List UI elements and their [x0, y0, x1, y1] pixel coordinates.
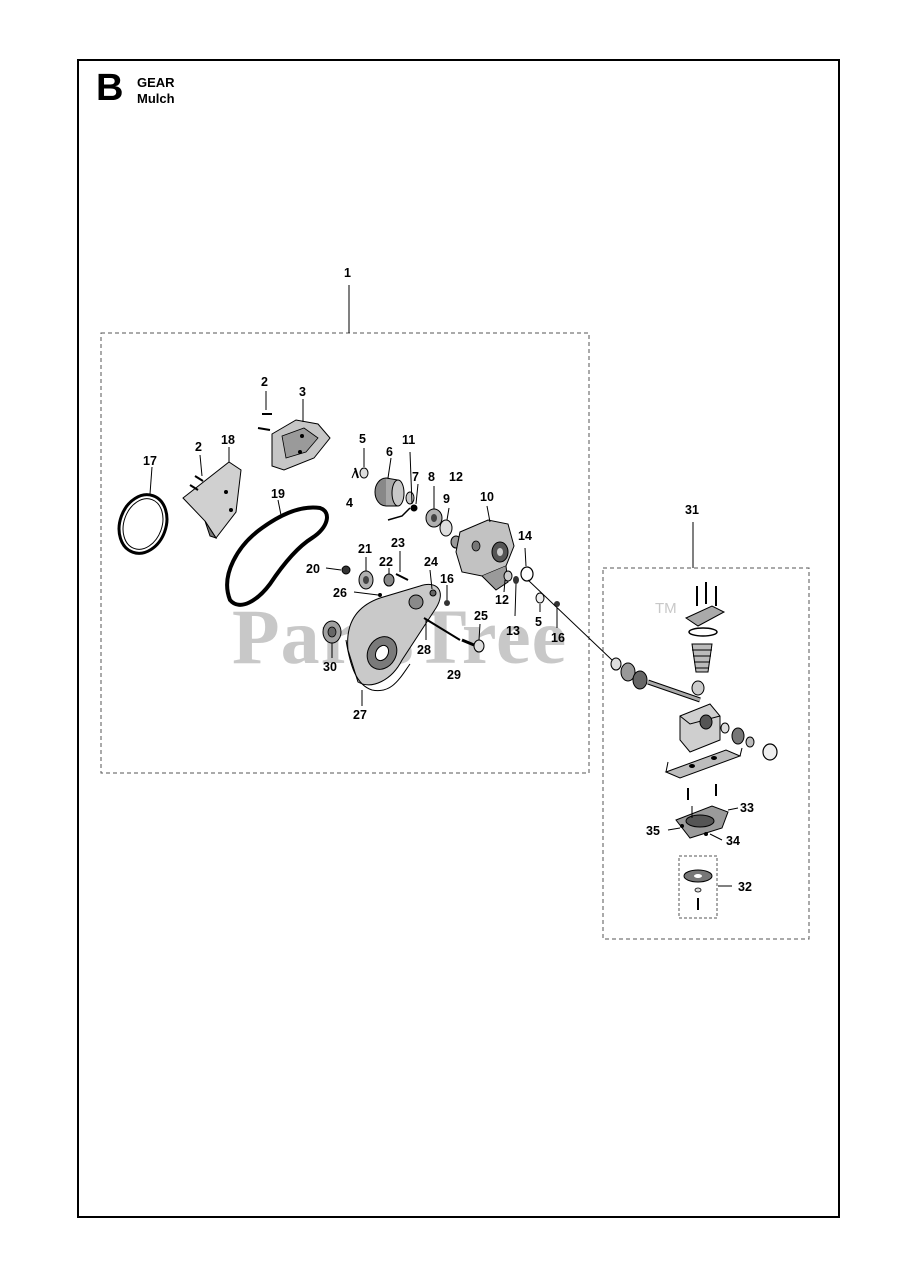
callout-32: 32 — [738, 880, 752, 894]
section-subtitle: Mulch — [137, 91, 175, 106]
callout-29: 29 — [447, 668, 461, 682]
callout-2: 2 — [261, 375, 268, 389]
callout-5: 5 — [535, 615, 542, 629]
callout-30: 30 — [323, 660, 337, 674]
callout-7: 7 — [412, 470, 419, 484]
callout-24: 24 — [424, 555, 438, 569]
callout-34: 34 — [726, 834, 740, 848]
part-30-pulley — [322, 620, 342, 658]
callout-12: 12 — [449, 470, 463, 484]
callout-3: 3 — [299, 385, 306, 399]
callout-21: 21 — [358, 542, 372, 556]
callout-27: 27 — [353, 708, 367, 722]
callout-26: 26 — [333, 586, 347, 600]
callout-1: 1 — [344, 266, 351, 280]
callout-28: 28 — [417, 643, 431, 657]
page-frame — [77, 59, 840, 1218]
callout-31: 31 — [685, 503, 699, 517]
callout-14: 14 — [518, 529, 532, 543]
callout-23: 23 — [391, 536, 405, 550]
callout-16: 16 — [551, 631, 565, 645]
part-13-washers — [503, 547, 613, 661]
callout-22: 22 — [379, 555, 393, 569]
callout-5: 5 — [359, 432, 366, 446]
watermark-trademark: TM — [655, 600, 677, 617]
callout-33: 33 — [740, 801, 754, 815]
part-18-guard — [182, 447, 242, 539]
callout-6: 6 — [386, 445, 393, 459]
callout-13: 13 — [506, 624, 520, 638]
section-letter: B — [96, 67, 124, 109]
section-title: GEAR — [137, 75, 175, 90]
part-10-gear-housing — [455, 505, 515, 591]
part-small-hardware — [325, 551, 485, 653]
callout-10: 10 — [480, 490, 494, 504]
callout-20: 20 — [306, 562, 320, 576]
part-3-cover — [257, 391, 331, 471]
callout-9: 9 — [443, 492, 450, 506]
part-17-belt — [117, 466, 169, 555]
callout-4: 4 — [346, 496, 353, 510]
part-27-housing — [345, 584, 441, 706]
callout-2: 2 — [195, 440, 202, 454]
callout-19: 19 — [271, 487, 285, 501]
part-19-v-belt — [225, 499, 329, 607]
assembly-box-1 — [100, 332, 590, 774]
assembly-box-31 — [602, 567, 810, 940]
callout-16: 16 — [440, 572, 454, 586]
callout-17: 17 — [143, 454, 157, 468]
callout-11: 11 — [402, 433, 415, 447]
part-6-pulley — [351, 448, 415, 507]
callout-12: 12 — [495, 593, 509, 607]
callout-25: 25 — [474, 609, 488, 623]
part-7-spring — [387, 451, 419, 521]
callout-8: 8 — [428, 470, 435, 484]
part-31-gearbox — [610, 582, 778, 910]
callout-35: 35 — [646, 824, 660, 838]
callout-18: 18 — [221, 433, 235, 447]
